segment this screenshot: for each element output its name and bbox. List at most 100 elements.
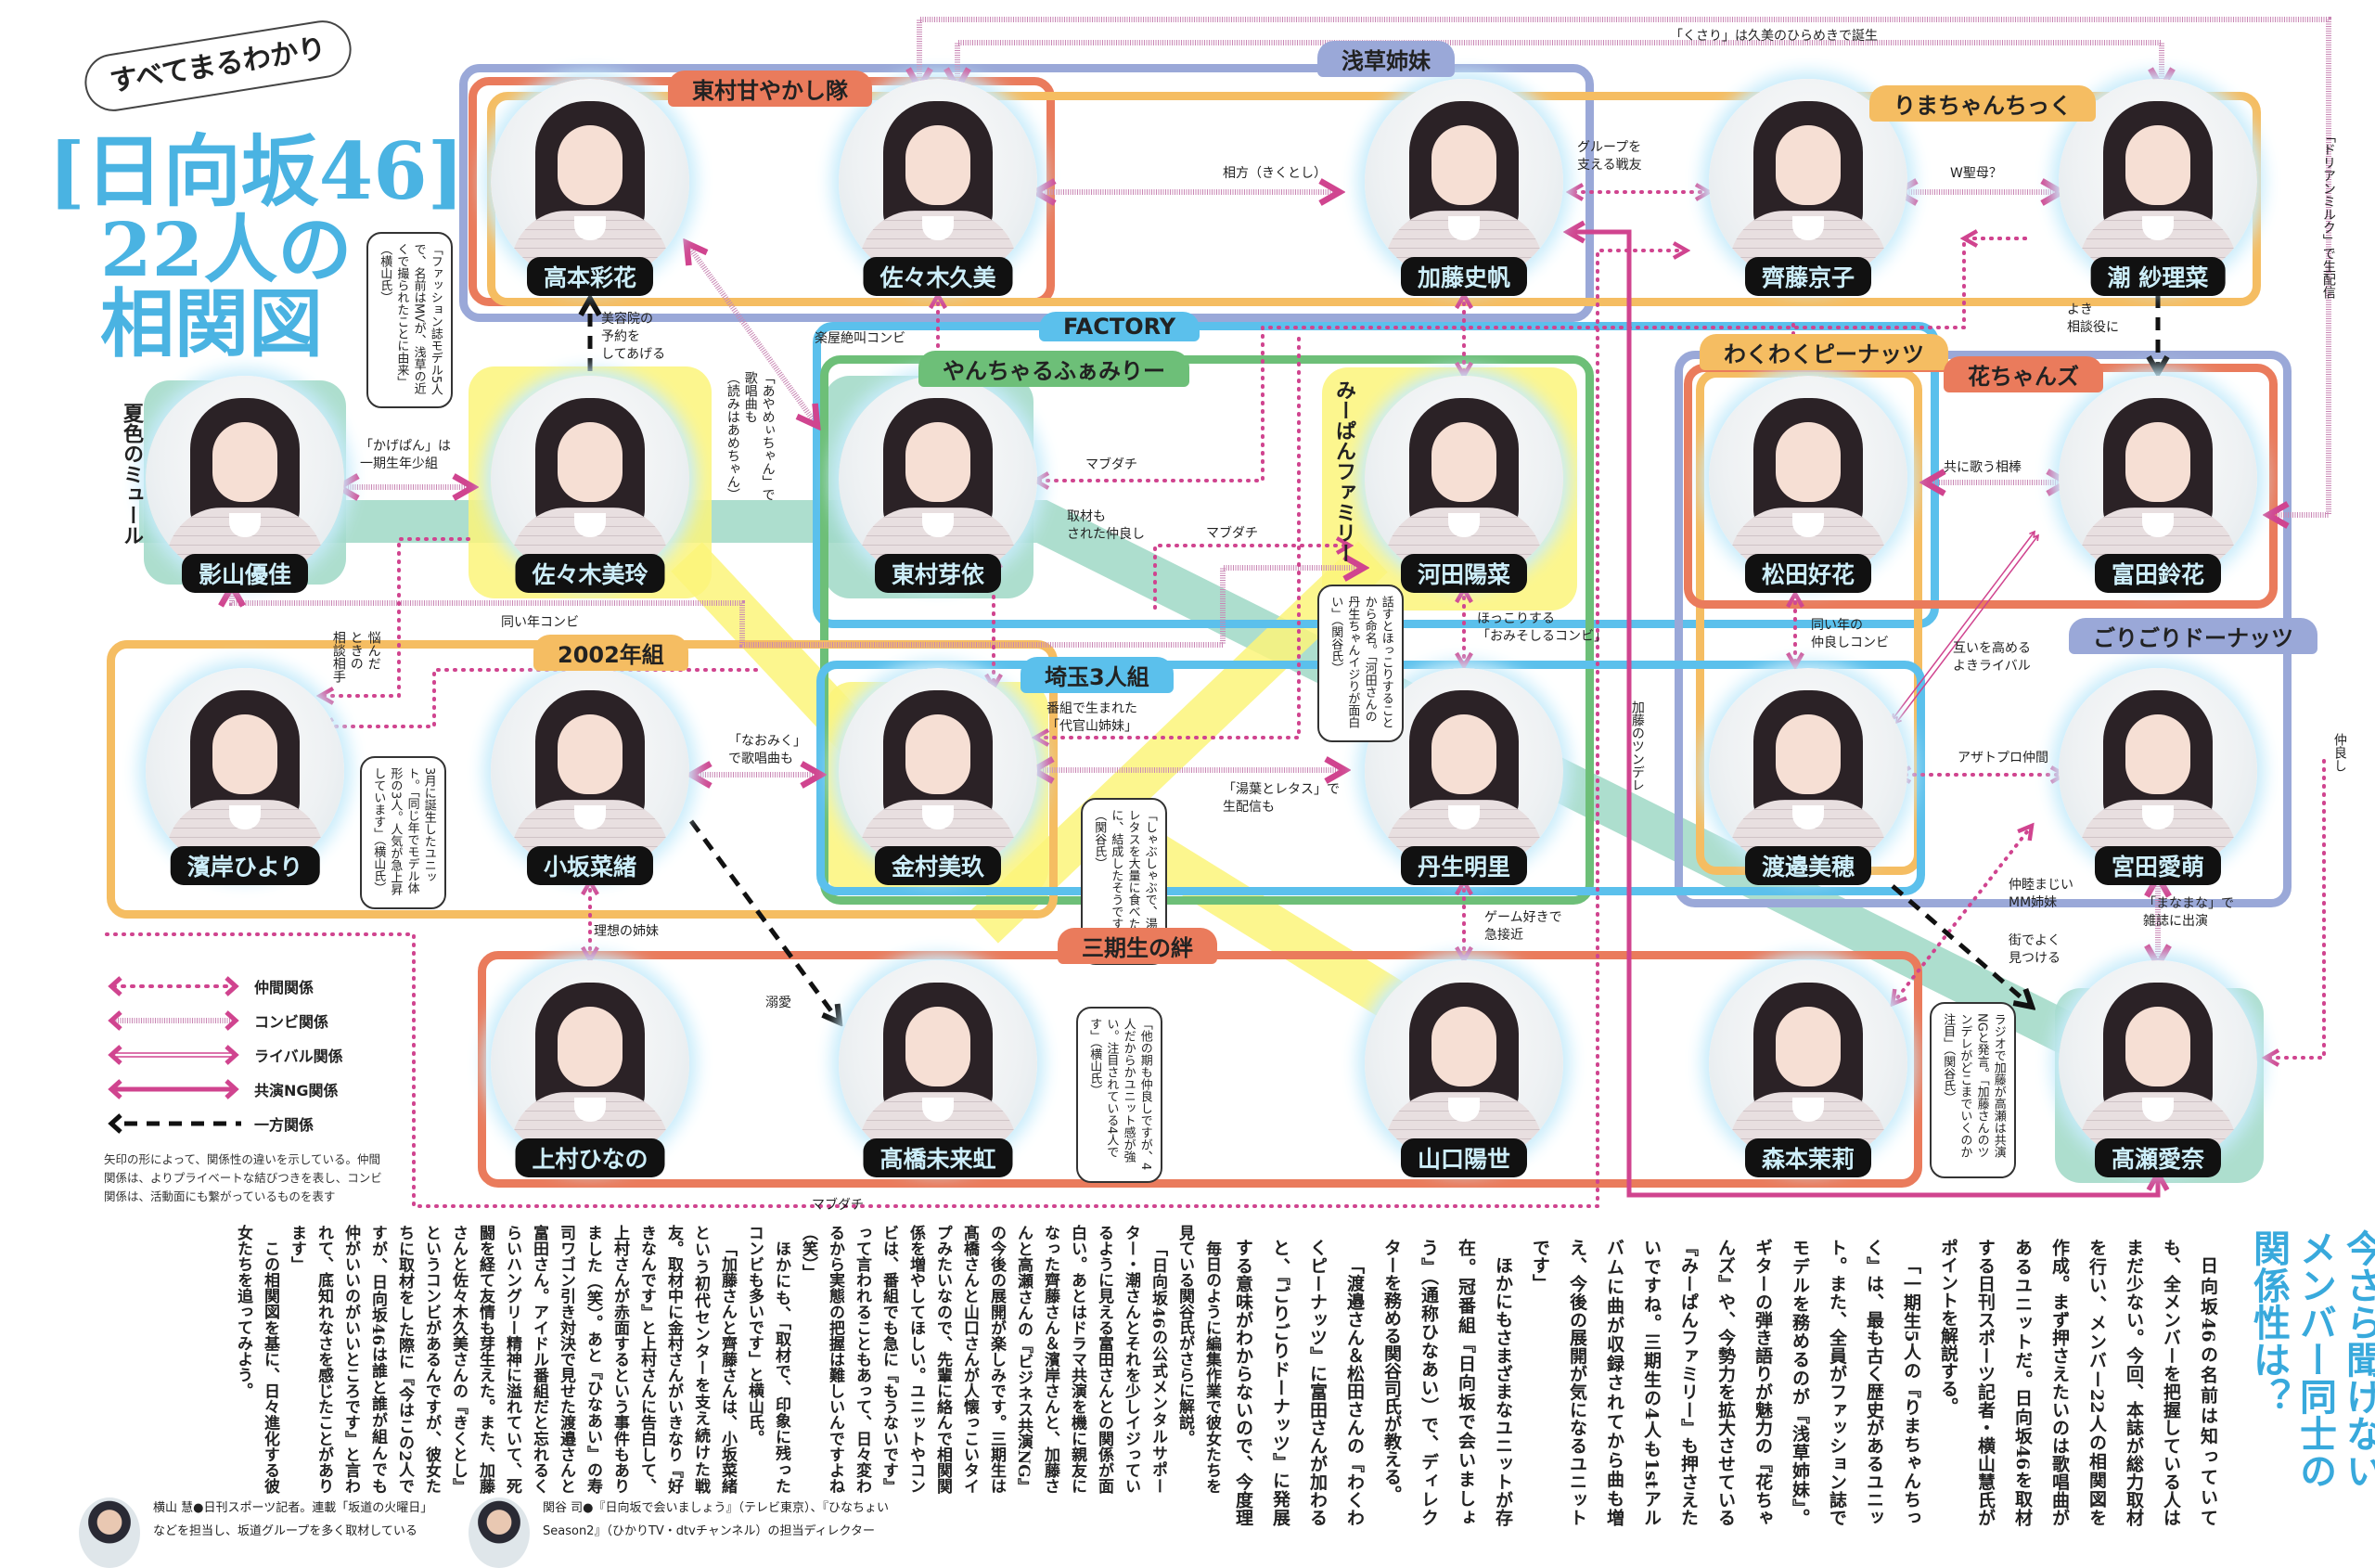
title-group: [日向坂46] (48, 125, 465, 217)
relation-label: マブダチ (812, 1198, 864, 1213)
member-card[interactable]: 小坂菜緒 (491, 668, 689, 885)
legend-label: 一方関係 (254, 1116, 315, 1134)
unit-label: 埼玉3人組 (1021, 657, 1174, 693)
article-paragraph: 「一期生5人の『りまちゃんちっく』は、最も古く歴史があるユニット。また、全員がフ… (1530, 1239, 1921, 1526)
member-name: 山口陽世 (1400, 1138, 1528, 1177)
legend-item: 仲間関係 (104, 972, 314, 1000)
unit-label: りまちゃんちっく (1869, 85, 2096, 122)
relation-label: 仲睦まじい MM姉妹 (2009, 878, 2073, 910)
member-card[interactable]: 高本彩花 (491, 79, 689, 296)
member-name: 上村ひなの (515, 1138, 665, 1177)
member-photo (1709, 376, 1907, 582)
unit-label: 東村甘やかし隊 (668, 71, 872, 107)
member-photo (146, 668, 344, 874)
member-photo (1365, 376, 1563, 582)
member-card[interactable]: 金村美玖 (839, 668, 1037, 885)
relation-label: 共に歌う相棒 (1944, 460, 2022, 475)
member-photo (491, 79, 689, 285)
member-name: 潮 紗理菜 (2090, 257, 2226, 296)
article-paragraph: 日向坂46の名前は知っていても、全メンバーを把握している人はまだ少ない。今回、本… (1938, 1239, 2218, 1526)
member-card[interactable]: 加藤史帆 (1365, 79, 1563, 296)
member-name: 佐々木久美 (863, 257, 1013, 296)
member-card[interactable]: 宮田愛萌 (2059, 668, 2257, 885)
quote-bubble: 「ファッション誌モデル5人で、名前はMVが、浅草の近くで撮られたことに由来」（横… (366, 232, 453, 408)
member-name: 森本茉莉 (1744, 1138, 1872, 1177)
member-card[interactable]: 河田陽菜 (1365, 376, 1563, 593)
legend-item: コンビ関係 (104, 1007, 328, 1035)
member-card[interactable]: 東村芽依 (839, 376, 1037, 593)
title-line2: 相関図 (100, 280, 323, 367)
member-photo (146, 376, 344, 582)
unit-label: みーぱんファミリー (1332, 379, 1355, 563)
article-paragraph: 「加藤さんと齊藤さんは、小坂菜緒という初代センターを支え続けた戦友。取材中に金村… (288, 1225, 737, 1494)
relation-label: 「かげぱん」は 一期生年少組 (360, 439, 451, 471)
author-bio: 横山 慧●日刊スポーツ記者。連載「坂道の火曜日」などを担当し、坂道グループを多く… (153, 1501, 433, 1538)
member-name: 丹生明里 (1400, 846, 1528, 885)
member-card[interactable]: 髙橋未来虹 (839, 960, 1037, 1177)
unit-label: 花ちゃんズ (1944, 356, 2103, 392)
relation-label: 悩んだ ときの 相談相手 (330, 631, 381, 683)
article-paragraph: この相関図を基に、日々進化する彼女たちを追ってみよう。 (234, 1225, 279, 1494)
ng-arrow-icon (108, 1079, 239, 1099)
legend-item: ライバル関係 (104, 1041, 343, 1069)
unit-label: わくわくピーナッツ (1700, 334, 1948, 370)
relation-label: 美容院の 予約を してあげる (601, 312, 666, 362)
legend-label: コンビ関係 (254, 1013, 329, 1031)
member-photo (2059, 960, 2257, 1166)
member-card[interactable]: 髙瀬愛奈 (2059, 960, 2257, 1177)
member-card[interactable]: 濱岸ひより (146, 668, 344, 885)
member-photo (1365, 79, 1563, 285)
member-photo (839, 668, 1037, 874)
relation-label: W聖母？ (1950, 166, 2002, 181)
member-photo (1365, 960, 1563, 1166)
unit-label: ごりごりドーナッツ (2069, 618, 2317, 654)
member-card[interactable]: 佐々木美玲 (491, 376, 689, 593)
member-photo (2059, 668, 2257, 874)
relation-label: よき 相談役に (2067, 302, 2119, 335)
relation-label: 「まなまな」で 雑誌に出演 (2143, 896, 2234, 929)
unit-label: 夏色のミュール (120, 403, 143, 546)
friend-arrow-icon (108, 976, 239, 996)
member-photo (491, 376, 689, 582)
article-paragraph: 「日向坂46の公式メンタルサポーター・潮さんとそれを少しイジっているように見える… (799, 1225, 1167, 1494)
article-right: 日向坂46の名前は知っていても、全メンバーを把握している人はまだ少ない。今回、本… (1234, 1239, 2227, 1526)
member-card[interactable]: 松田好花 (1709, 376, 1907, 593)
article-paragraph: ほかにも、「取材で、印象に残ったコンビも多いです」と横山氏。 (745, 1225, 790, 1494)
member-card[interactable]: 上村ひなの (491, 960, 689, 1177)
author-avatar (469, 1497, 530, 1568)
legend-label: ライバル関係 (254, 1047, 343, 1065)
unit-label: やんちゃるふぁみりー (918, 351, 1189, 387)
quote-bubble: ラジオで加藤が高瀬は共演NGと発言。「加藤さんのツンデレがどこまでいくのか注目」… (1930, 1002, 2016, 1178)
relation-label: ゲーム好きで 急接近 (1484, 910, 1562, 943)
relation-label: 番組で生まれた 「代官山姉妹」 (1046, 701, 1137, 734)
member-photo (491, 960, 689, 1166)
relation-label: マブダチ (1206, 526, 1258, 541)
member-photo (2059, 376, 2257, 582)
member-name: 髙橋未来虹 (863, 1138, 1013, 1177)
member-card[interactable]: 富田鈴花 (2059, 376, 2257, 593)
unit-label: 浅草姉妹 (1317, 41, 1455, 77)
member-name: 高本彩花 (526, 257, 654, 296)
legend-item: 一方関係 (104, 1110, 314, 1137)
relation-label: マブダチ (1085, 457, 1137, 472)
member-name: 小坂菜緒 (526, 846, 654, 885)
relation-label: 同い年コンビ (501, 615, 579, 630)
member-name: 加藤史帆 (1400, 257, 1528, 296)
relation-label: 「ドリアンミルク」で生配信 (2320, 130, 2336, 299)
member-name: 宮田愛萌 (2094, 846, 2222, 885)
relation-label: ほっこりする 「おみそしるコンビ」 (1477, 611, 1607, 644)
member-card[interactable]: 山口陽世 (1365, 960, 1563, 1177)
member-name: 髙瀬愛奈 (2094, 1138, 2222, 1177)
article-paragraph: ほかにもさまざまなユニットが存在。冠番組『日向坂で会いましょう』（通称ひなあい）… (1381, 1239, 1513, 1526)
member-photo (839, 960, 1037, 1166)
relation-label: 楽屋絶叫コンビ (815, 331, 905, 346)
member-card[interactable]: 森本茉莉 (1709, 960, 1907, 1177)
relation-label: 「くさり」は久美のひらめきで誕生 (1670, 29, 1878, 44)
relation-label: 「湯葉とレタス」で 生配信も (1223, 782, 1340, 815)
unit-label: 三期生の絆 (1058, 928, 1217, 964)
member-card[interactable]: 影山優佳 (146, 376, 344, 593)
member-card[interactable]: 佐々木久美 (839, 79, 1037, 296)
member-card[interactable]: 渡邉美穂 (1709, 668, 1907, 885)
article-paragraph: 毎日のように編集作業で彼女たちを見ている関谷氏がさらに解説。 (1175, 1225, 1221, 1494)
member-name: 富田鈴花 (2094, 554, 2222, 593)
